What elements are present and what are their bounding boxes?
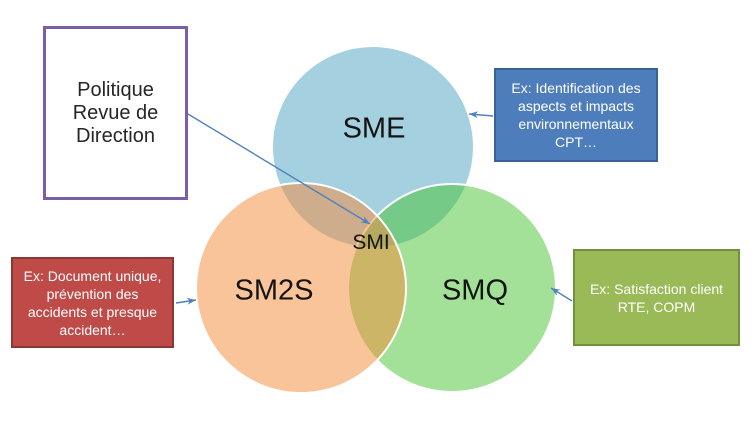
callout-sm2s-example: Ex: Document unique, prévention des acci…: [11, 257, 174, 348]
callout-sme-example-text: Ex: Identification des aspects et impact…: [511, 80, 641, 150]
label-sm2s: SM2S: [234, 274, 314, 307]
arrow-example-to-sme: [468, 111, 494, 119]
label-sme: SME: [342, 112, 406, 145]
callout-smq-example-text: Ex: Satisfaction client RTE, COPM: [589, 280, 724, 315]
arrow-example-to-sm2s: [175, 297, 197, 305]
label-smq: SMQ: [441, 274, 509, 307]
label-smi: SMI: [352, 231, 390, 254]
callout-politique-revue-direction: Politique Revue de Direction: [43, 26, 188, 200]
callout-sm2s-example-text: Ex: Document unique, prévention des acci…: [23, 267, 162, 338]
callout-sme-example: Ex: Identification des aspects et impact…: [494, 68, 658, 162]
callout-politique-text: Politique Revue de Direction: [72, 78, 159, 147]
callout-smq-example: Ex: Satisfaction client RTE, COPM: [573, 249, 740, 346]
